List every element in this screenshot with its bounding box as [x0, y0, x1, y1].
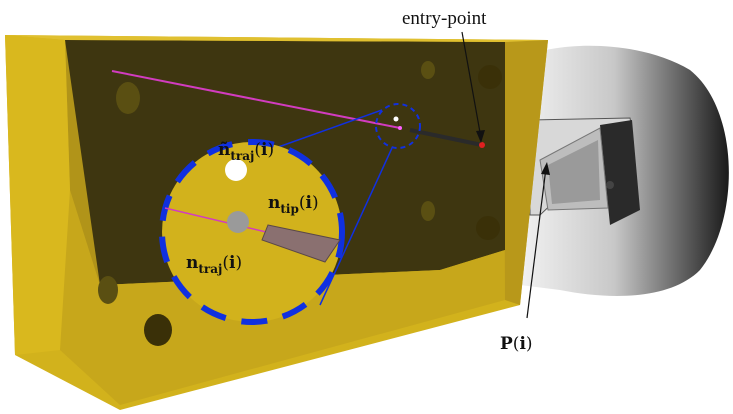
- entry-point-arrow: [461, 31, 482, 139]
- entry-point-dot: [479, 142, 485, 148]
- needle-tip-shape: [261, 224, 341, 263]
- tip-dot-white: [393, 116, 399, 122]
- ultrasound-probe: [520, 45, 729, 296]
- target-point-white: [225, 159, 247, 181]
- p-i-arrow: [526, 167, 547, 319]
- zoom-inset: [159, 139, 345, 325]
- tip-dot-red: [398, 126, 402, 130]
- tip-detail-circle: [375, 103, 421, 149]
- label-n-tip: ntip(i): [268, 193, 319, 216]
- needle: [409, 128, 483, 147]
- label-p-i: P(i): [500, 334, 533, 354]
- p-i-arrowhead: [541, 162, 550, 175]
- zoom-connector-top: [269, 109, 383, 151]
- label-entry-point: entry-point: [402, 8, 487, 29]
- label-n-tilde-traj: ñtraj(i): [218, 140, 274, 163]
- trajectory-line: [111, 70, 401, 129]
- trajectory-point-gray: [227, 211, 249, 233]
- entry-point-arrowhead: [476, 130, 485, 143]
- label-n-traj: ntraj(i): [186, 253, 242, 276]
